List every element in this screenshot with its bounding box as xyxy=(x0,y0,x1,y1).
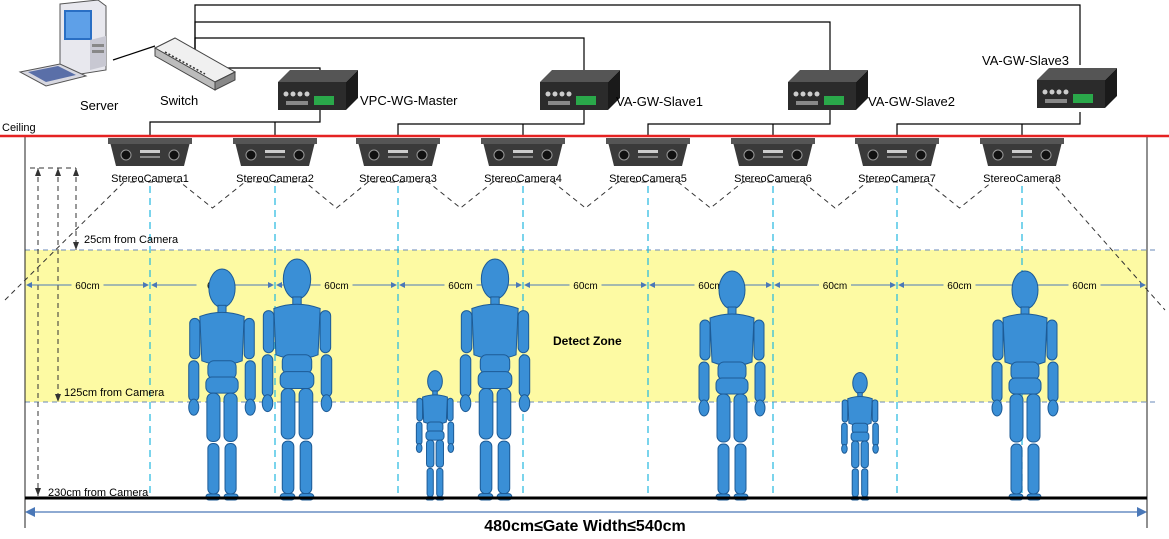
gate-walls xyxy=(24,137,1148,528)
slave2-device-icon xyxy=(788,70,868,110)
spacing-markers: 60cm6060cm60cm60cm60cm60cm60cm60cm xyxy=(26,278,1146,292)
fov-zigzag xyxy=(130,181,993,209)
spacing-label-bg xyxy=(819,278,851,291)
camera-label: StereoCamera4 xyxy=(484,173,562,185)
spacing-arrowhead xyxy=(890,282,896,288)
slave1-device-icon xyxy=(540,70,620,110)
spacing-arrowhead xyxy=(276,282,282,288)
distance-125-label: 125cm from Camera xyxy=(64,387,165,399)
camera-fov-lines xyxy=(4,179,1166,311)
spacing-arrowhead xyxy=(766,282,772,288)
spacing-arrowhead xyxy=(516,282,522,288)
distance-arrowheads xyxy=(35,168,79,496)
spacing-arrowhead xyxy=(774,282,780,288)
detect-zone-label: Detect Zone xyxy=(553,334,622,348)
fov-right-edge xyxy=(1049,179,1166,311)
camera-label: StereoCamera5 xyxy=(609,173,687,185)
stereo-camera-icon xyxy=(854,137,940,167)
spacing-label-bg xyxy=(1068,278,1101,291)
spacing-label-bg xyxy=(943,278,976,291)
server-icon xyxy=(18,0,107,87)
spacing-arrowhead xyxy=(649,282,655,288)
spacing-label: 60cm xyxy=(324,281,348,292)
spacing-label: 60cm xyxy=(75,281,99,292)
camera-label: StereoCamera7 xyxy=(858,173,936,185)
stereo-camera-icon xyxy=(232,137,318,167)
stereo-camera-icon xyxy=(605,137,691,167)
switch-label: Switch xyxy=(160,93,198,108)
spacing-arrowhead xyxy=(26,282,32,288)
stereo-camera-icon xyxy=(730,137,816,167)
switch-icon xyxy=(153,37,237,91)
spacing-label: 60cm xyxy=(448,281,472,292)
ceiling-label: Ceiling xyxy=(2,122,36,134)
camera-label: StereoCamera8 xyxy=(983,173,1061,185)
distance-230-label: 230cm from Camera xyxy=(48,487,149,499)
gate-width-arrow xyxy=(25,507,1147,517)
distance-25-label: 25cm from Camera xyxy=(84,234,179,246)
spacing-arrowhead xyxy=(524,282,530,288)
server-label: Server xyxy=(80,98,119,113)
spacing-arrowhead xyxy=(391,282,397,288)
spacing-arrowhead xyxy=(151,282,157,288)
stereo-camera-icon xyxy=(979,137,1065,167)
spacing-arrowhead xyxy=(399,282,405,288)
spacing-label-bg xyxy=(320,278,353,291)
stereo-camera-icon xyxy=(107,137,193,167)
camera-label: StereoCamera2 xyxy=(236,173,314,185)
gate-width-label: 480cm≤Gate Width≤540cm xyxy=(484,518,686,535)
spacing-arrowhead xyxy=(641,282,647,288)
spacing-label-bg xyxy=(569,278,602,291)
slave1-label: VA-GW-Slave1 xyxy=(616,94,703,109)
stereo-camera-icon xyxy=(480,137,566,167)
network-cables xyxy=(112,4,1081,137)
slave3-device-icon xyxy=(1037,68,1117,108)
spacing-arrowhead xyxy=(143,282,149,288)
camera-label: StereoCamera1 xyxy=(111,173,189,185)
stereo-camera-icon xyxy=(355,137,441,167)
camera-label: StereoCamera3 xyxy=(359,173,437,185)
master-label: VPC-WG-Master xyxy=(360,93,458,108)
slave2-label: VA-GW-Slave2 xyxy=(868,94,955,109)
spacing-arrowhead xyxy=(268,282,274,288)
spacing-arrowhead xyxy=(898,282,904,288)
fov-left-edge xyxy=(4,179,127,301)
master-device-icon xyxy=(278,70,358,110)
spacing-label: 60cm xyxy=(698,281,722,292)
spacing-label-bg xyxy=(694,278,727,291)
spacing-label: 60cm xyxy=(573,281,597,292)
spacing-label-bg xyxy=(71,278,104,291)
camera-label: StereoCamera6 xyxy=(734,173,812,185)
spacing-label: 60cm xyxy=(947,281,971,292)
spacing-label-bg xyxy=(444,278,477,291)
spacing-label: 60cm xyxy=(1072,281,1096,292)
spacing-label: 60cm xyxy=(823,281,847,292)
spacing-arrowhead xyxy=(1140,282,1146,288)
camera-group: StereoCamera1 StereoCamera2 StereoCamera3 S… xyxy=(107,137,1065,185)
slave3-label: VA-GW-Slave3 xyxy=(982,53,1069,68)
